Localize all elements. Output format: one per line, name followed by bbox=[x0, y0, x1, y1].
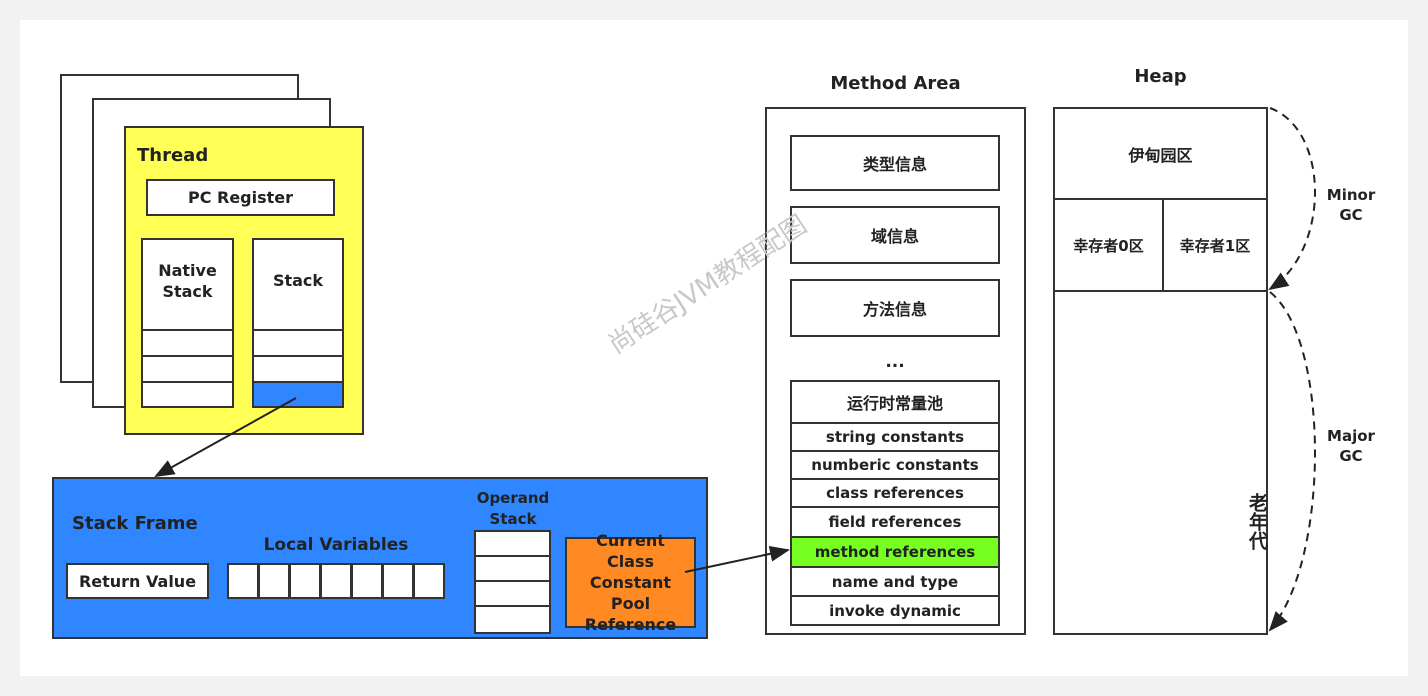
minor-gc-label: Minor GC bbox=[1326, 186, 1376, 224]
method-info: 方法信息 bbox=[790, 279, 1000, 337]
native-stack-cell bbox=[141, 329, 234, 357]
stack-frame-title: Stack Frame bbox=[72, 513, 198, 534]
native-stack-cell bbox=[141, 381, 234, 408]
runtime-constant-pool: 运行时常量池 bbox=[790, 380, 1000, 424]
pool-row: field references bbox=[790, 506, 1000, 538]
operand-slot bbox=[474, 605, 551, 634]
old-generation: 老年代 bbox=[1053, 290, 1268, 635]
pool-row: class references bbox=[790, 478, 1000, 508]
local-variables bbox=[227, 563, 445, 599]
minor-gc-arrow bbox=[1268, 107, 1316, 291]
constant-pool-reference: Current Class Constant Pool Reference bbox=[565, 531, 696, 634]
local-variable-slot bbox=[227, 563, 259, 599]
java-stack: Stack bbox=[252, 238, 344, 331]
field-info: 域信息 bbox=[790, 206, 1000, 264]
pool-ref-arrow bbox=[684, 545, 790, 573]
heap-title: Heap bbox=[1134, 66, 1187, 87]
ellipsis: ... bbox=[885, 352, 905, 372]
pc-register: PC Register bbox=[146, 179, 335, 216]
stack-to-frame-arrow bbox=[154, 397, 297, 477]
operand-stack-label: Operand Stack bbox=[476, 489, 550, 528]
local-variable-slot bbox=[289, 563, 321, 599]
return-value: Return Value bbox=[66, 563, 209, 599]
local-variable-slot bbox=[413, 563, 445, 599]
major-gc-arrow bbox=[1268, 291, 1316, 632]
old-generation-label: 老年代 bbox=[1246, 493, 1268, 550]
major-gc-label: Major GC bbox=[1327, 427, 1375, 465]
thread-title: Thread bbox=[137, 145, 209, 166]
local-variables-label: Local Variables bbox=[263, 535, 409, 555]
pool-row-highlighted: method references bbox=[790, 536, 1000, 568]
survivor-1: 幸存者1区 bbox=[1162, 198, 1268, 292]
local-variable-slot bbox=[258, 563, 290, 599]
stack-cell-current bbox=[252, 381, 344, 408]
method-area-title: Method Area bbox=[830, 73, 961, 94]
type-info: 类型信息 bbox=[790, 135, 1000, 191]
pool-row: invoke dynamic bbox=[790, 595, 1000, 626]
native-stack: Native Stack bbox=[141, 238, 234, 331]
